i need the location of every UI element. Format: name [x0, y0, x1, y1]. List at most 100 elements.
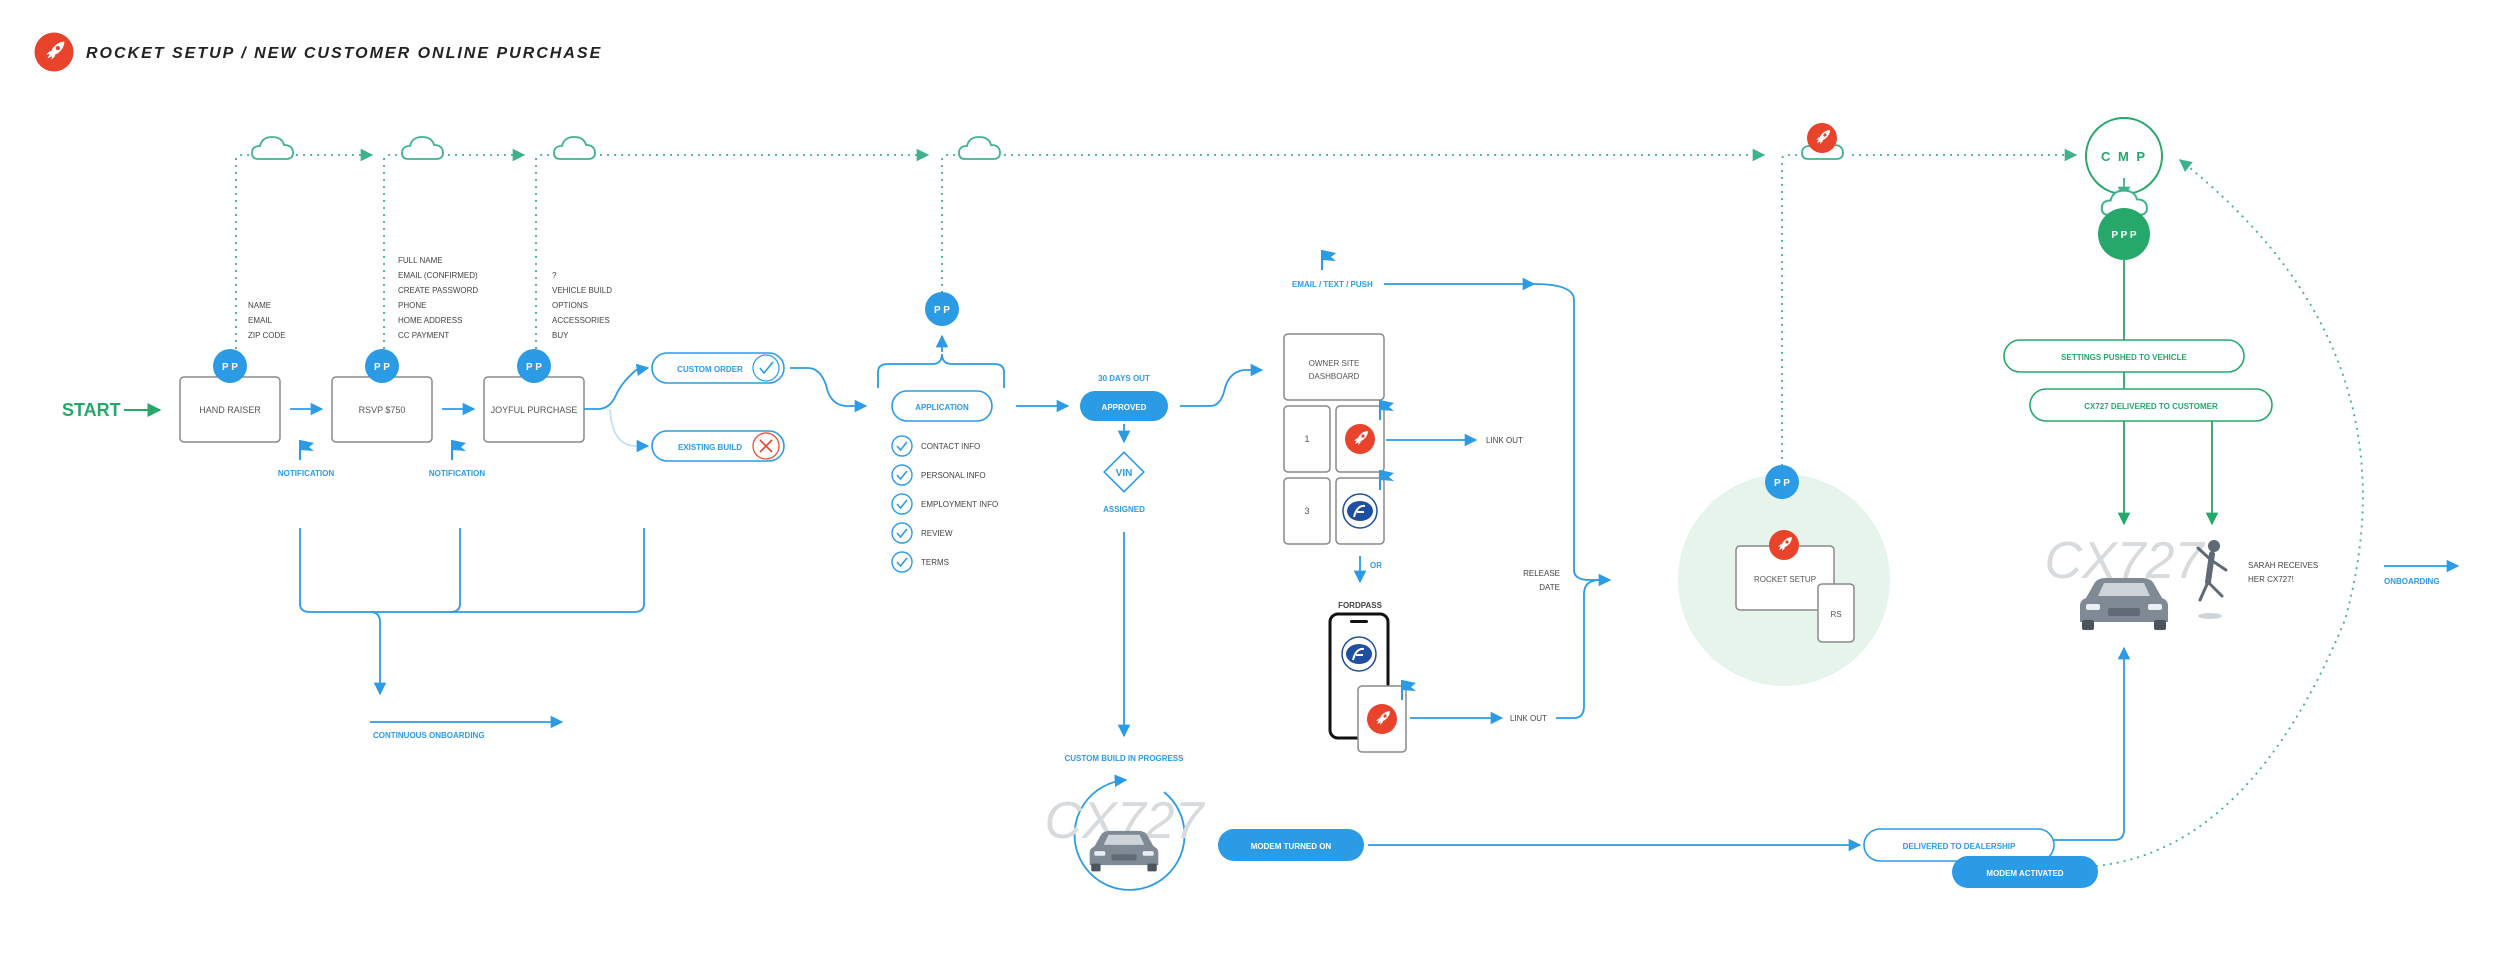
- checkmark-icon: [891, 551, 913, 573]
- ppp-badge: P P P: [2098, 208, 2150, 260]
- start-label: START: [62, 400, 121, 420]
- order-branch: [584, 363, 868, 453]
- application-bracket: [877, 334, 1005, 388]
- svg-text:P P: P P: [374, 362, 390, 373]
- tile-1[interactable]: 1: [1283, 405, 1331, 473]
- merge-lines: [1533, 283, 1612, 719]
- custom-order-pill[interactable]: CUSTOM ORDER: [651, 352, 785, 384]
- svg-text:CX727 DELIVERED TO CUSTOMER: CX727 DELIVERED TO CUSTOMER: [2084, 402, 2218, 411]
- svg-text:BUY: BUY: [552, 331, 569, 340]
- tile-rocket-app[interactable]: [1335, 405, 1385, 473]
- cloud-icon: [553, 136, 596, 160]
- checkmark-icon: [891, 522, 913, 544]
- fordpass-rocket-tile[interactable]: [1357, 685, 1407, 753]
- existing-build-pill[interactable]: EXISTING BUILD: [651, 430, 785, 462]
- rs-card[interactable]: RS: [1817, 583, 1855, 643]
- svg-text:VEHICLE BUILD: VEHICLE BUILD: [552, 286, 612, 295]
- svg-text:P P: P P: [222, 362, 238, 373]
- checkmark-icon: [759, 361, 774, 375]
- svg-text:CC PAYMENT: CC PAYMENT: [398, 331, 449, 340]
- svg-text:P P: P P: [1774, 478, 1790, 489]
- cloud-icon: [251, 136, 294, 160]
- approved-pill[interactable]: APPROVED: [1080, 391, 1168, 421]
- svg-text:MODEM TURNED ON: MODEM TURNED ON: [1251, 842, 1332, 851]
- svg-text:DELIVERED TO DEALERSHIP: DELIVERED TO DEALERSHIP: [1903, 842, 2016, 851]
- pp-badge-hand-raiser: P P: [213, 349, 247, 383]
- rocket-icon: [1367, 704, 1397, 734]
- flag-icon: [299, 439, 315, 461]
- pp-badge-rsvp: P P: [365, 349, 399, 383]
- svg-text:C M P: C M P: [2101, 149, 2147, 164]
- svg-text:EMAIL: EMAIL: [248, 316, 273, 325]
- notification-label: NOTIFICATION: [278, 469, 335, 478]
- rsvp-label: RSVP $750: [359, 405, 406, 415]
- svg-text:DASHBOARD: DASHBOARD: [1309, 372, 1360, 381]
- customer-vehicle: CX727: [2045, 532, 2206, 630]
- svg-text:REVIEW: REVIEW: [921, 529, 953, 538]
- svg-text:CONTACT INFO: CONTACT INFO: [921, 442, 980, 451]
- car-icon: [1089, 830, 1159, 872]
- modem-turned-on-pill[interactable]: MODEM TURNED ON: [1218, 829, 1364, 861]
- owner-site-dashboard[interactable]: OWNER SITE DASHBOARD: [1283, 333, 1385, 401]
- application-checklist: CONTACT INFO PERSONAL INFO EMPLOYMENT IN…: [891, 435, 998, 573]
- settings-pushed-pill[interactable]: SETTINGS PUSHED TO VEHICLE: [2003, 339, 2245, 373]
- cloud-sync-line: [235, 148, 2364, 867]
- onboarding-bracket: [299, 528, 645, 729]
- assigned-label: ASSIGNED: [1103, 505, 1145, 514]
- delivered-dealership-pill[interactable]: DELIVERED TO DEALERSHIP: [1863, 828, 2055, 862]
- modem-activated-pill[interactable]: MODEM ACTIVATED: [1952, 856, 2098, 888]
- joyful-purchase-label: JOYFUL PURCHASE: [491, 405, 578, 415]
- rocket-icon: [1769, 530, 1799, 560]
- svg-text:PERSONAL INFO: PERSONAL INFO: [921, 471, 986, 480]
- rocket-icon: [34, 32, 74, 72]
- sarah-line-1: SARAH RECEIVES: [2248, 561, 2318, 570]
- checkmark-icon: [891, 464, 913, 486]
- onboarding-label: ONBOARDING: [2384, 577, 2440, 586]
- svg-text:NAME: NAME: [248, 301, 271, 310]
- email-text-push-label: EMAIL / TEXT / PUSH: [1292, 280, 1373, 289]
- tile-ford-app[interactable]: [1335, 477, 1385, 545]
- svg-text:ACCESSORIES: ACCESSORIES: [552, 316, 610, 325]
- flag-icon: [1321, 249, 1337, 271]
- svg-text:P P: P P: [934, 305, 950, 316]
- pp-badge-joyful: P P: [517, 349, 551, 383]
- build-progress: CX727: [1045, 774, 1206, 891]
- custom-order-label: CUSTOM ORDER: [677, 365, 743, 374]
- svg-text:TERMS: TERMS: [921, 558, 949, 567]
- tile-3[interactable]: 3: [1283, 477, 1331, 545]
- header: ROCKET SETUP / NEW CUSTOMER ONLINE PURCH…: [34, 32, 602, 72]
- svg-text:RS: RS: [1830, 610, 1841, 619]
- cx727-delivered-pill[interactable]: CX727 DELIVERED TO CUSTOMER: [2029, 388, 2273, 422]
- rocket-icon: [1345, 424, 1375, 454]
- rsvp-fields: FULL NAME EMAIL (CONFIRMED) CREATE PASSW…: [398, 256, 478, 340]
- or-label: OR: [1370, 561, 1382, 570]
- svg-text:PHONE: PHONE: [398, 301, 426, 310]
- release-label: RELEASE: [1523, 569, 1560, 578]
- step-hand-raiser[interactable]: HAND RAISER: [179, 376, 281, 443]
- approved-label: APPROVED: [1102, 403, 1147, 412]
- continuous-onboarding-label: CONTINUOUS ONBOARDING: [373, 731, 485, 740]
- svg-text:VIN: VIN: [1116, 468, 1133, 479]
- hand-raiser-fields: NAME EMAIL ZIP CODE: [248, 301, 286, 340]
- application-pill[interactable]: APPLICATION: [891, 390, 993, 422]
- step-joyful-purchase[interactable]: JOYFUL PURCHASE: [483, 376, 585, 443]
- svg-text:CREATE PASSWORD: CREATE PASSWORD: [398, 286, 478, 295]
- svg-text:EMAIL (CONFIRMED): EMAIL (CONFIRMED): [398, 271, 478, 280]
- svg-text:HOME ADDRESS: HOME ADDRESS: [398, 316, 462, 325]
- page-title: ROCKET SETUP / NEW CUSTOMER ONLINE PURCH…: [86, 45, 602, 62]
- checkmark-icon: [891, 493, 913, 515]
- to-owner-site-arrow: [1180, 363, 1264, 407]
- joyful-fields: ? VEHICLE BUILD OPTIONS ACCESSORIES BUY: [552, 271, 612, 340]
- application-label: APPLICATION: [915, 403, 969, 412]
- svg-text:1: 1: [1304, 434, 1309, 444]
- svg-text:?: ?: [552, 271, 557, 280]
- svg-text:EMPLOYMENT INFO: EMPLOYMENT INFO: [921, 500, 998, 509]
- days-out-label: 30 DAYS OUT: [1098, 374, 1150, 383]
- notification-label: NOTIFICATION: [429, 469, 486, 478]
- cloud-icon: [958, 136, 1001, 160]
- step-rsvp[interactable]: RSVP $750: [331, 376, 433, 443]
- pp-badge-rocket: P P: [1765, 465, 1799, 499]
- checkmark-icon: [891, 435, 913, 457]
- date-label: DATE: [1539, 583, 1560, 592]
